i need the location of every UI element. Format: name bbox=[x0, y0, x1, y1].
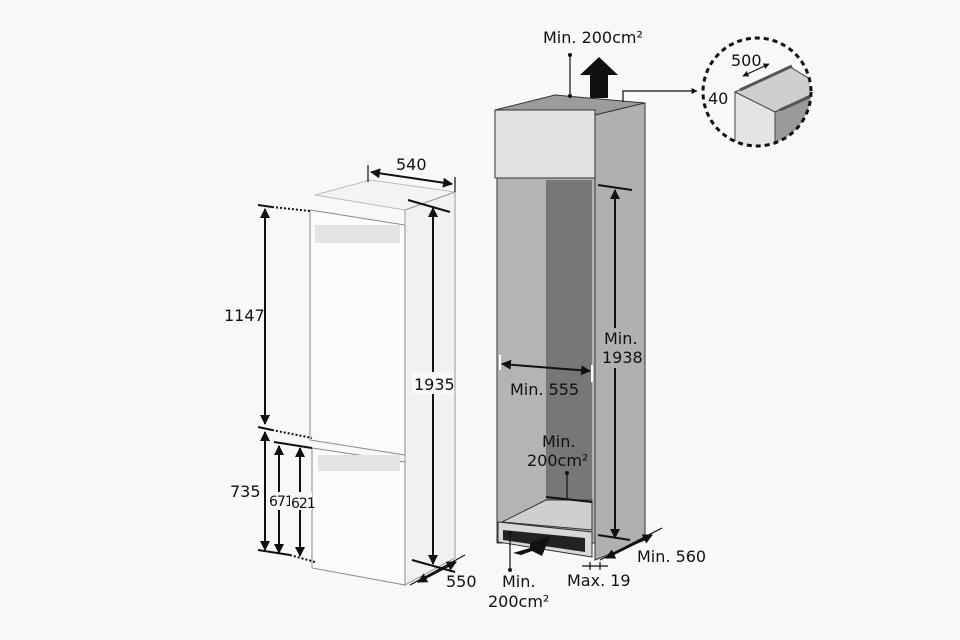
airflow-in-arrow-icon bbox=[513, 536, 550, 556]
door-thickness-label: Max. 19 bbox=[567, 571, 631, 590]
top-vent-label: Min. 200cm² bbox=[543, 28, 643, 47]
detail-width-label: 500 bbox=[731, 51, 762, 70]
vent-detail-callout: 500 40 bbox=[701, 36, 813, 148]
cabinet-depth-label: Min. 560 bbox=[637, 547, 706, 566]
fridge-door-height-label: 1147 bbox=[224, 306, 265, 325]
airflow-up-arrow-icon bbox=[580, 57, 618, 98]
freezer-671-label: 671 bbox=[269, 494, 293, 510]
fridge-width-label: 540 bbox=[396, 155, 427, 174]
cabinet-top-panel bbox=[494, 109, 596, 179]
fridge-door bbox=[309, 209, 406, 456]
fridge-height-label: 1935 bbox=[414, 375, 455, 394]
cabinet-height-label-2: 1938 bbox=[602, 348, 643, 367]
freezer-door-height-label: 735 bbox=[230, 482, 261, 501]
cabinet-annotations: Min. 200cm² Min. 200cm² Min. 200cm² Min.… bbox=[488, 28, 706, 611]
cabinet-floor bbox=[500, 499, 593, 531]
cabinet-back-wall bbox=[546, 180, 592, 500]
fridge-dimensions: 540 1935 550 1147 735 671 621 bbox=[224, 155, 477, 591]
detail-height-label: 40 bbox=[708, 89, 728, 108]
fridge-depth-label: 550 bbox=[446, 572, 477, 591]
cabinet-width-label: Min. 555 bbox=[510, 380, 579, 399]
hinge-bracket bbox=[315, 225, 400, 243]
bottom-vent-label-1: Min. bbox=[502, 572, 535, 591]
rear-vent-label-1: Min. bbox=[542, 432, 575, 451]
cabinet-height-label-1: Min. bbox=[604, 329, 637, 348]
hinge-bracket bbox=[318, 455, 400, 471]
bottom-vent-label-2: 200cm² bbox=[488, 592, 549, 611]
cabinet-drawing bbox=[494, 94, 646, 561]
rear-vent-label-2: 200cm² bbox=[527, 451, 588, 470]
freezer-621-label: 621 bbox=[291, 496, 315, 512]
